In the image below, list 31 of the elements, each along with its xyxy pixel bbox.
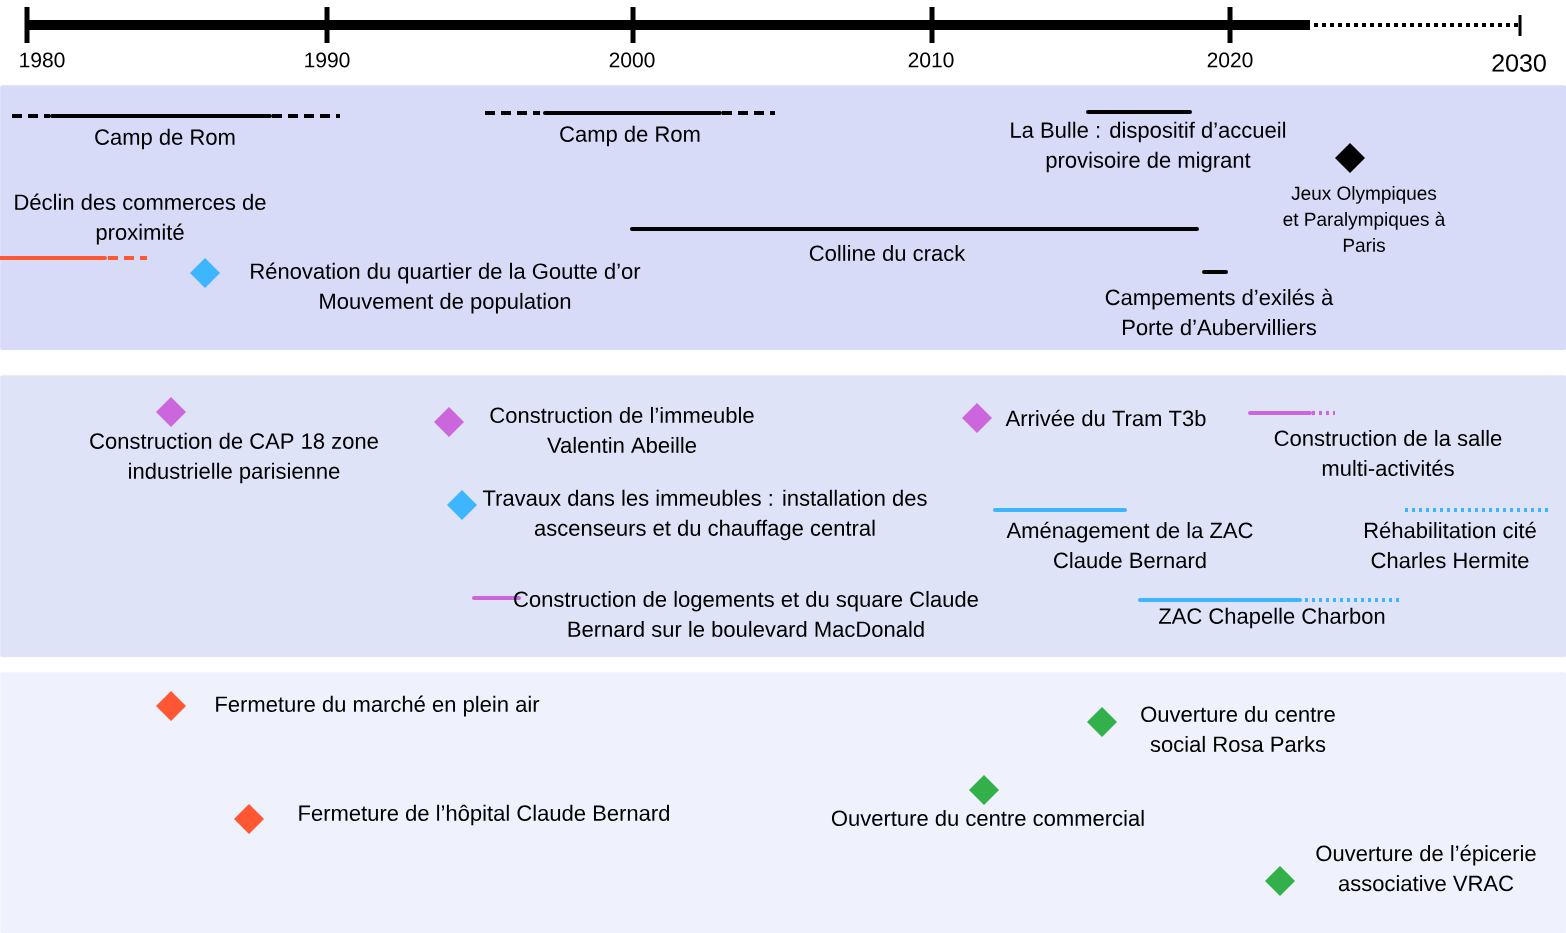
event-label: Colline du crack (809, 244, 966, 262)
event-label: Arrivée du Tram T3b (1005, 409, 1206, 427)
event-label: Jeux Olympiques et Paralympiques à Paris (1283, 186, 1446, 252)
event-label: Aménagement de la ZAC Claude Bernard (1006, 521, 1253, 569)
event-label: Construction de logements et du square Claude Bernard sur le boulevard MacDonald (514, 590, 978, 638)
event-label: Fermeture du marché en plein air (216, 695, 540, 717)
band-background (0, 375, 1566, 658)
event-label: Camp de Rom (560, 125, 700, 147)
year-label: 1990 (305, 52, 350, 68)
year-label: 1980 (20, 52, 65, 68)
event-label: Fermeture de l’hôpital Claude Bernard (299, 804, 669, 826)
event-label: Campements d’exilés à Porte d’Aubervilliers (1105, 288, 1334, 336)
event-label: Ouverture de l’épicerie associative VRAC (1316, 844, 1536, 892)
event-label: Construction de CAP 18 zone industrielle parisienne (90, 432, 378, 484)
year-label: 2030 (1492, 54, 1546, 72)
event-label: Déclin des commerces de proximité (15, 193, 266, 245)
event-label: Travaux dans les immeubles : installation des ascenseurs et du chauffage central (482, 489, 927, 541)
event-label: Ouverture du centre commercial (831, 809, 1144, 827)
event-label: Camp de Rom (95, 128, 235, 150)
event-label: Ouverture du centre social Rosa Parks (1141, 705, 1335, 753)
year-label: 2010 (908, 52, 954, 68)
event-label: Rénovation du quartier de la Goutte d’or Mouvement de population (251, 262, 641, 314)
event-label: Construction de l’immeuble Valentin Abeille (490, 406, 754, 454)
event-label: Réhabilitation cité Charles Hermite (1365, 521, 1536, 569)
event-label: ZAC Chapelle Charbon (1159, 607, 1385, 629)
band-background (0, 85, 1566, 351)
event-label: La Bulle : dispositif d’accueil provisoire de migrant (1011, 121, 1286, 173)
year-label: 2000 (609, 52, 655, 68)
band-background (0, 672, 1566, 933)
year-label: 2020 (1207, 52, 1253, 68)
event-label: Construction de la salle multi-activités (1274, 429, 1502, 477)
